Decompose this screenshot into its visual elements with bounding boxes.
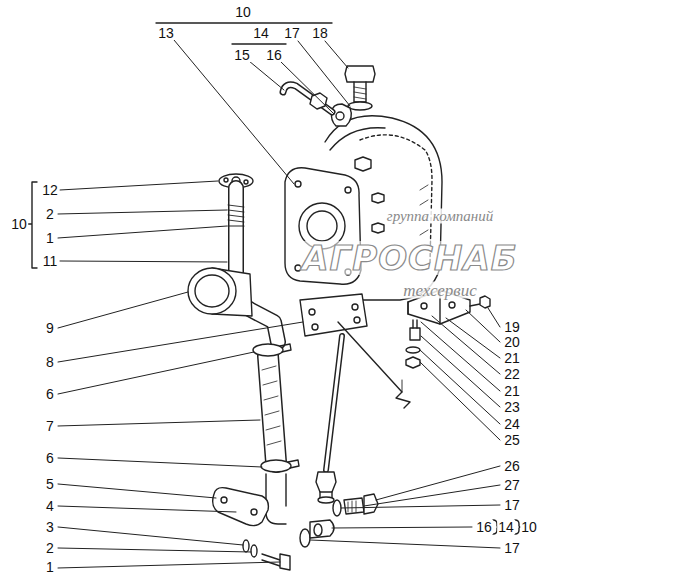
callout-number: 11 — [42, 254, 59, 268]
drain-tube — [300, 336, 378, 547]
callout-number: 25 — [503, 433, 521, 447]
callout-number: 20 — [503, 335, 521, 349]
watermark-text: техсервис — [401, 282, 479, 299]
callout-number: 6 — [45, 451, 55, 465]
callout-number: 13 — [157, 26, 175, 40]
callout-number: 21 — [503, 384, 521, 398]
break-line — [338, 322, 410, 408]
callout-number: 10 — [10, 217, 28, 231]
callout-number: 19 — [503, 320, 521, 334]
header-rules — [156, 23, 332, 44]
callout-number: 21 — [503, 351, 521, 365]
callout-number: 26 — [503, 459, 521, 473]
callout-number: 27 — [503, 478, 521, 492]
callout-number: 24 — [503, 417, 521, 431]
callout-number: 6 — [45, 387, 55, 401]
rubber-sleeve — [188, 268, 252, 316]
callout-number: 3 — [45, 520, 55, 534]
watermark-text: АГРОСНАБ — [300, 241, 519, 275]
callout-number: 2 — [45, 207, 55, 221]
callout-number: 1 — [45, 560, 55, 574]
group-bracket — [28, 182, 37, 268]
callout-number: 10 — [520, 520, 538, 534]
callout-number: 17 — [283, 26, 301, 40]
leader-lines — [58, 40, 500, 568]
callout-number: 17 — [503, 498, 521, 512]
callout-number: 12 — [41, 183, 59, 197]
callout-number: 16 — [475, 520, 493, 534]
hose-assembly — [213, 344, 299, 570]
callout-number: 15 — [233, 48, 251, 62]
callout-number: 7 — [45, 419, 55, 433]
callout-number: 10 — [234, 5, 252, 19]
callout-number: 8 — [45, 355, 55, 369]
callout-number: 17 — [503, 541, 521, 555]
callout-number: 23 — [503, 400, 521, 414]
oil-pipe — [219, 174, 278, 342]
callout-number: 14 — [252, 26, 270, 40]
callout-number: 16 — [265, 48, 283, 62]
callout-number: 5 — [45, 477, 55, 491]
callout-number: 18 — [311, 26, 329, 40]
callout-number: 22 — [503, 367, 521, 381]
callout-number: 14 — [497, 520, 515, 534]
callout-number: 4 — [45, 499, 55, 513]
watermark-text: группа компаний — [385, 209, 495, 224]
callout-number: 9 — [45, 321, 55, 335]
callout-number: 2 — [45, 541, 55, 555]
callout-number: 1 — [45, 231, 55, 245]
